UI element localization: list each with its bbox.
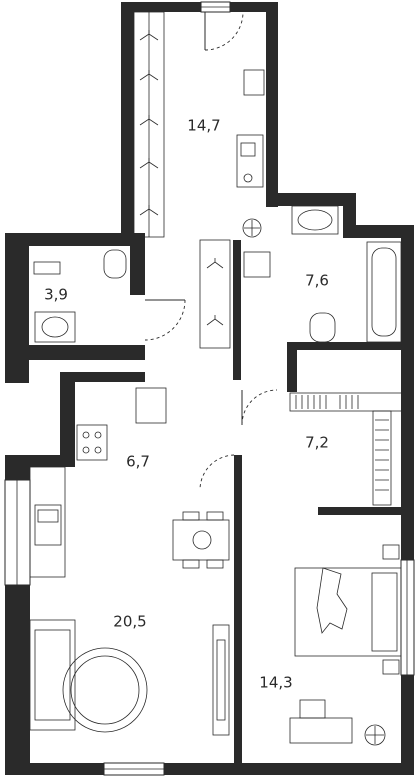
bathroom-small-fixtures — [33, 249, 127, 343]
kitchen-living-furniture — [29, 466, 230, 736]
windows — [4, 1, 415, 776]
dressing-shelves — [289, 392, 403, 506]
area-label-hall: 6,7 — [126, 453, 150, 471]
area-labels: 14,7 3,9 7,6 6,7 7,2 20,5 14,3 — [44, 117, 329, 692]
area-label-bathroom-small: 3,9 — [44, 286, 68, 304]
area-label-kitchen-living: 20,5 — [113, 613, 146, 631]
bedroom-furniture — [289, 544, 402, 746]
door-swings — [144, 11, 278, 491]
hall-fixtures — [76, 387, 167, 461]
wardrobe-hangers — [133, 11, 265, 349]
area-label-bedroom: 14,3 — [259, 674, 292, 692]
area-label-dressing-room: 7,2 — [305, 434, 329, 452]
area-label-corridor-wardrobe: 14,7 — [187, 117, 220, 135]
area-label-bathroom: 7,6 — [305, 272, 329, 290]
bathroom-fixtures — [243, 205, 402, 343]
